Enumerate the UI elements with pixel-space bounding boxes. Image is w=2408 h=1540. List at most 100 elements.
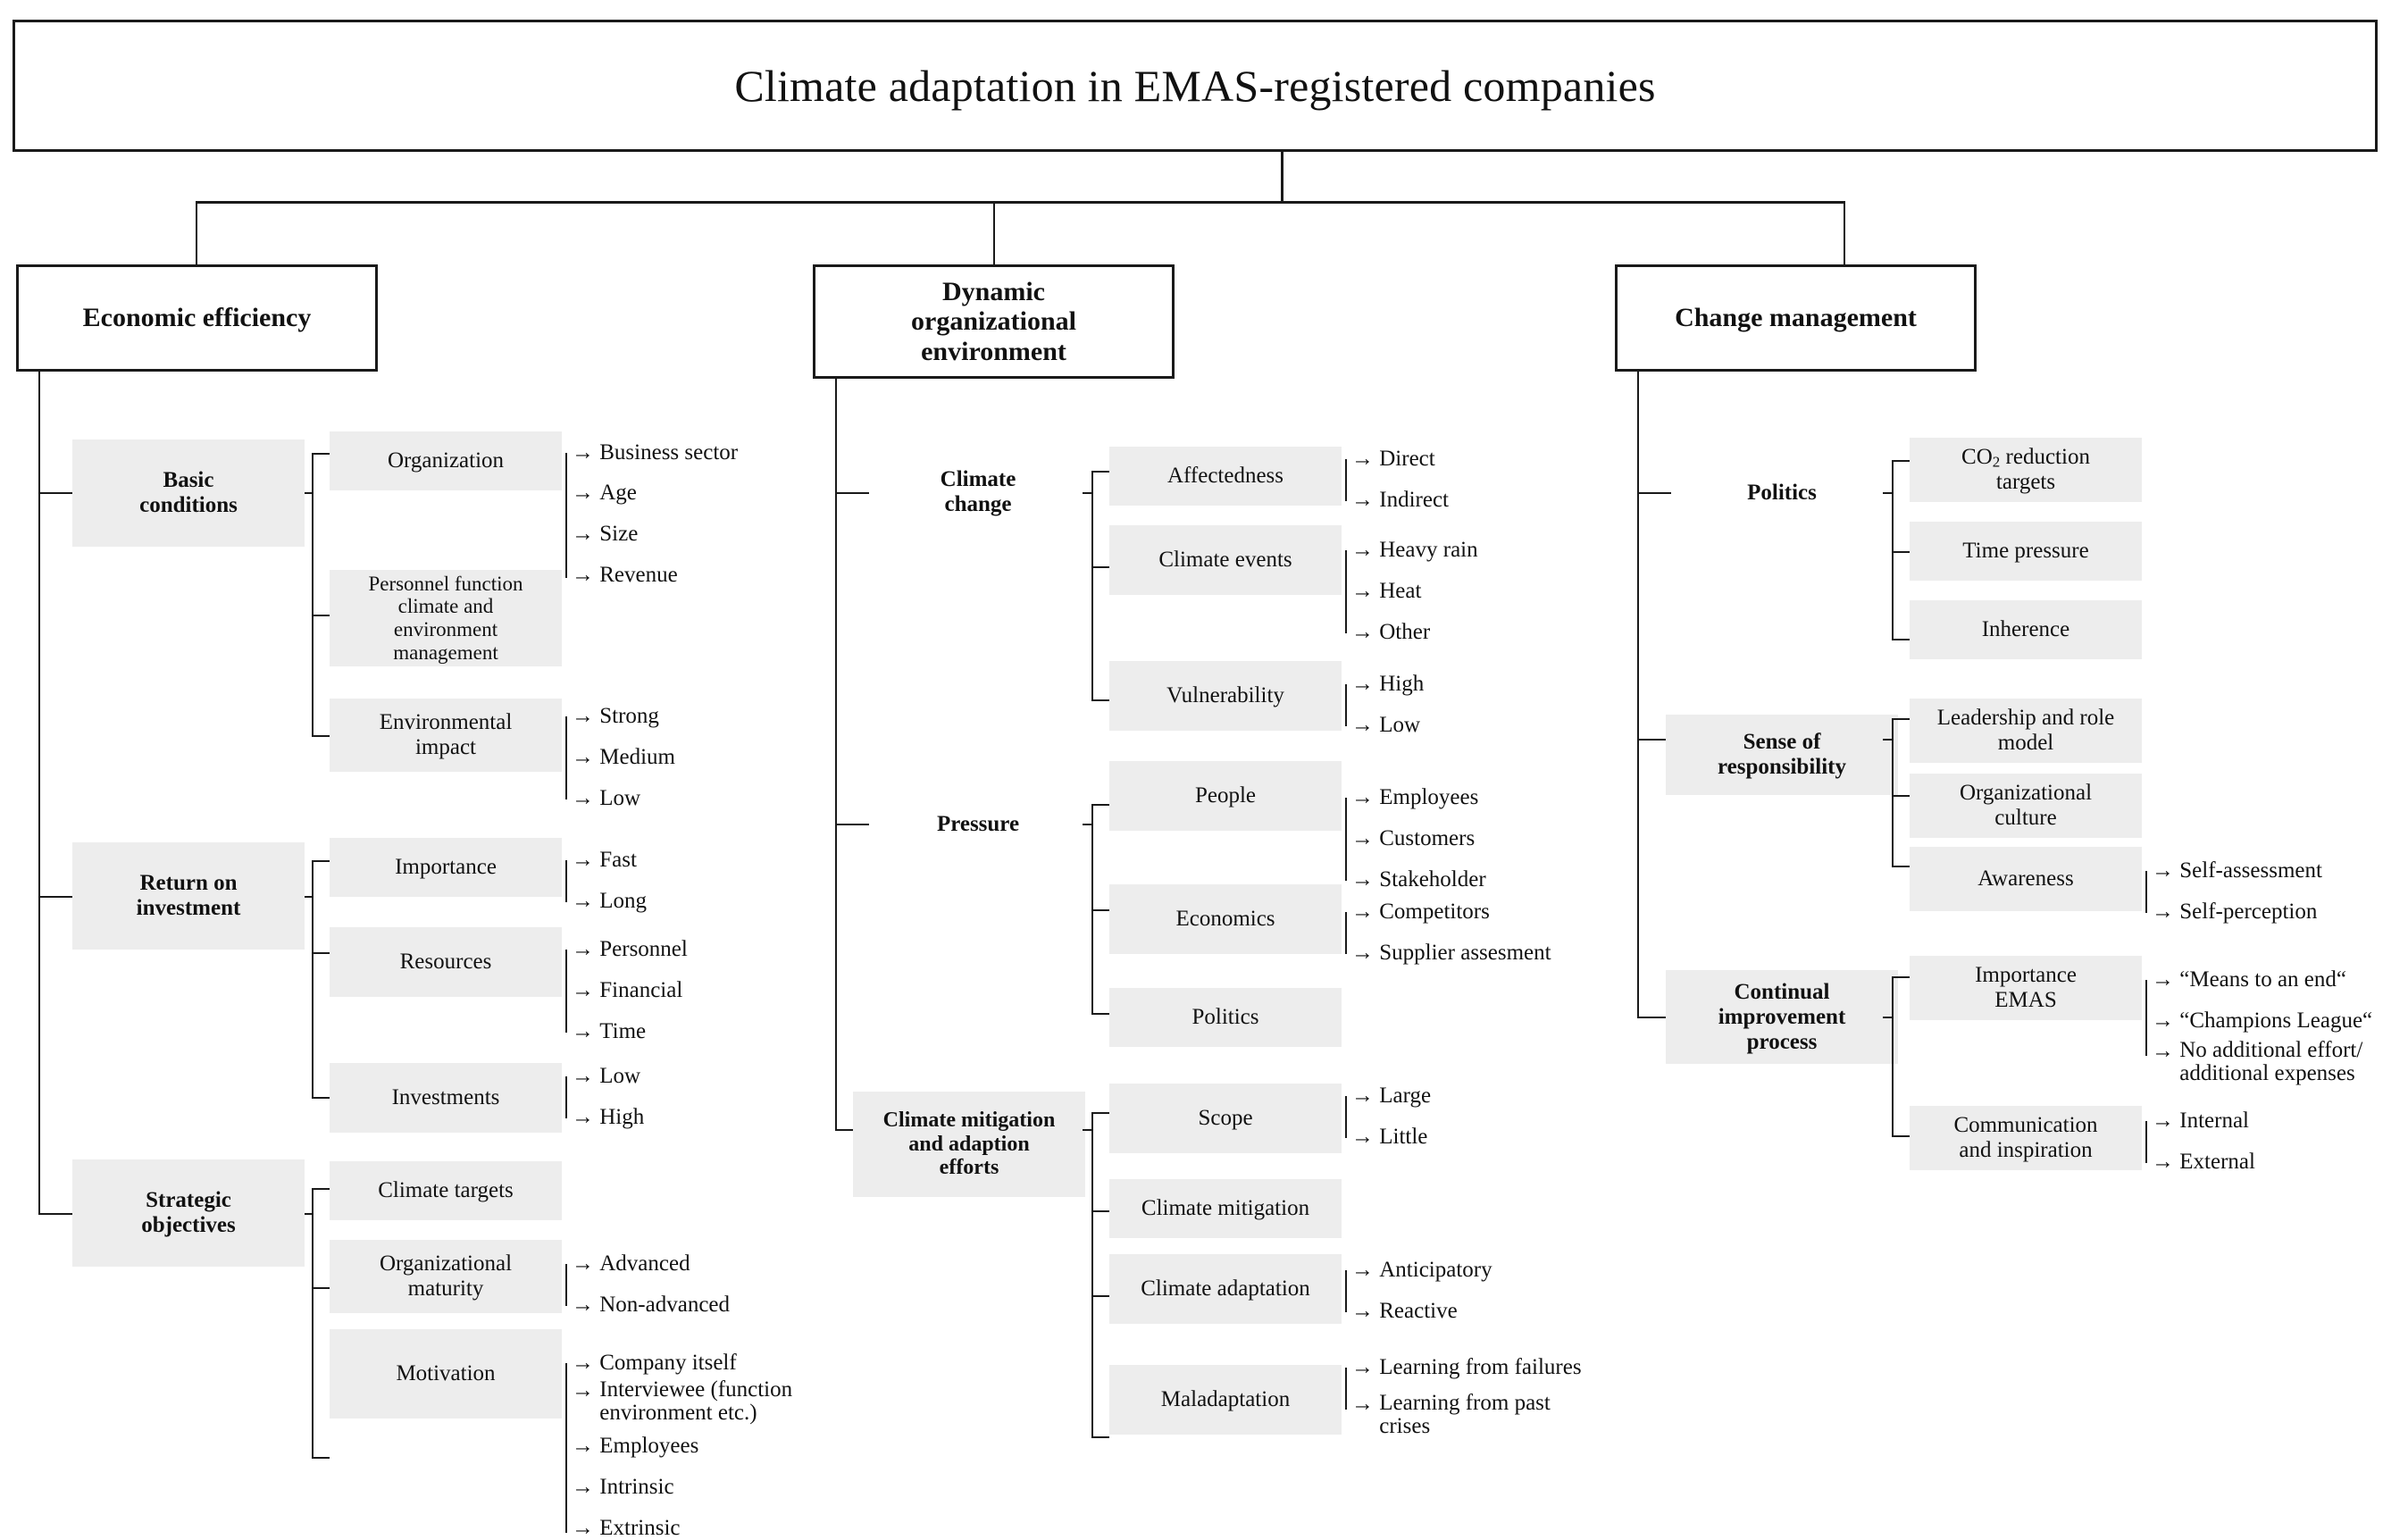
col3-g1-stub-timepressure	[1892, 551, 1910, 553]
node-time-pressure[interactable]: Time pressure	[1910, 522, 2142, 581]
node-climate-adaptation[interactable]: Climate adaptation	[1109, 1254, 1342, 1324]
node-continual-improvement-process[interactable]: Continual improvement process	[1666, 970, 1898, 1064]
node-personnel-function[interactable]: Personnel function climate and environme…	[330, 570, 562, 666]
node-inherence[interactable]: Inherence	[1910, 600, 2142, 659]
node-politics-middle[interactable]: Politics	[1109, 988, 1342, 1047]
leaf-learning-from-failures[interactable]: → Learning from failures	[1351, 1355, 1582, 1379]
leaf-little[interactable]: → Little	[1351, 1125, 1428, 1149]
col2-g1-stub-vulnerability	[1091, 699, 1109, 701]
col2-stub-climatechange	[835, 492, 869, 494]
leaf-revenue[interactable]: → Revenue	[572, 563, 678, 587]
node-vulnerability[interactable]: Vulnerability	[1109, 661, 1342, 731]
node-motivation[interactable]: Motivation	[330, 1329, 562, 1419]
leaf-no-additional-effort[interactable]: → No additional effort/additional expens…	[2152, 1038, 2363, 1085]
leaf-large[interactable]: → Large	[1351, 1084, 1432, 1108]
leaf-stakeholder[interactable]: → Stakeholder	[1351, 867, 1486, 891]
node-economics[interactable]: Economics	[1109, 884, 1342, 954]
leaf-competitors[interactable]: → Competitors	[1351, 900, 1490, 924]
node-people[interactable]: People	[1109, 761, 1342, 831]
leaf-strong[interactable]: → Strong	[572, 704, 659, 728]
leaf-age[interactable]: → Age	[572, 481, 637, 505]
col1-g3-stub-climatetargets	[312, 1188, 330, 1190]
leaf-reactive[interactable]: → Reactive	[1351, 1299, 1458, 1323]
leaf-high-investments[interactable]: → High	[572, 1105, 645, 1129]
branch-dynamic-organizational-environment[interactable]: Dynamic organizational environment	[813, 264, 1175, 379]
leaf-employees-pressure[interactable]: → Employees	[1351, 785, 1479, 809]
leaf-champions-league[interactable]: → “Champions League“	[2152, 1009, 2373, 1033]
level1-drop-right	[1844, 201, 1845, 264]
leaf-direct[interactable]: → Direct	[1351, 447, 1435, 471]
node-climate-events[interactable]: Climate events	[1109, 525, 1342, 595]
leaf-high-vulnerability[interactable]: → High	[1351, 672, 1425, 696]
leaf-time[interactable]: → Time	[572, 1019, 647, 1043]
leaf-financial[interactable]: → Financial	[572, 978, 683, 1002]
branch-label-dynamic-organizational-environment: Dynamic organizational environment	[911, 276, 1076, 366]
leaf-self-perception[interactable]: → Self-perception	[2152, 900, 2318, 924]
branch-change-management[interactable]: Change management	[1615, 264, 1977, 372]
node-climate-mitigation[interactable]: Climate mitigation	[1109, 1179, 1342, 1238]
branch-economic-efficiency[interactable]: Economic efficiency	[16, 264, 378, 372]
leaf-personnel[interactable]: → Personnel	[572, 937, 688, 961]
leaf-supplier-assesment[interactable]: → Supplier assesment	[1351, 941, 1551, 965]
leaf-fast[interactable]: → Fast	[572, 848, 637, 872]
node-organization[interactable]: Organization	[330, 431, 562, 490]
leaf-indirect[interactable]: → Indirect	[1351, 488, 1449, 512]
leaf-other[interactable]: → Other	[1351, 620, 1431, 644]
leaf-heavy-rain[interactable]: → Heavy rain	[1351, 538, 1478, 562]
leaf-customers[interactable]: → Customers	[1351, 826, 1476, 850]
leaf-intrinsic[interactable]: → Intrinsic	[572, 1475, 674, 1499]
leaf-low-vulnerability[interactable]: → Low	[1351, 713, 1421, 737]
node-importance[interactable]: Importance	[330, 838, 562, 897]
node-scope[interactable]: Scope	[1109, 1084, 1342, 1153]
leaf-size[interactable]: → Size	[572, 522, 639, 546]
leaf-non-advanced[interactable]: → Non-advanced	[572, 1293, 731, 1317]
leaf-medium[interactable]: → Medium	[572, 745, 675, 769]
node-climate-targets[interactable]: Climate targets	[330, 1161, 562, 1220]
leaf-extrinsic[interactable]: → Extrinsic	[572, 1516, 681, 1540]
node-pressure[interactable]: Pressure	[936, 812, 1020, 836]
node-politics-right[interactable]: Politics	[1747, 481, 1817, 505]
col1-g2-stub-in	[305, 896, 314, 898]
leaf-internal[interactable]: → Internal	[2152, 1109, 2249, 1133]
node-awareness[interactable]: Awareness	[1910, 847, 2142, 911]
leaf-heat[interactable]: → Heat	[1351, 579, 1422, 603]
node-climate-mitigation-adaption-efforts[interactable]: Climate mitigation and adaption efforts	[853, 1092, 1085, 1197]
col2-g2-stub-economics	[1091, 909, 1109, 911]
col3-importanceemas-leafbar	[2145, 980, 2147, 1056]
col3-trunk	[1637, 372, 1639, 1017]
leaf-means-to-an-end[interactable]: → “Means to an end“	[2152, 967, 2346, 992]
leaf-low-envimpact[interactable]: → Low	[572, 786, 641, 810]
leaf-long[interactable]: → Long	[572, 889, 648, 913]
leaf-business-sector[interactable]: → Business sector	[572, 440, 739, 465]
leaf-self-assessment[interactable]: → Self-assessment	[2152, 858, 2322, 883]
leaf-company-itself[interactable]: → Company itself	[572, 1351, 737, 1375]
node-resources[interactable]: Resources	[330, 927, 562, 997]
leaf-advanced[interactable]: → Advanced	[572, 1251, 690, 1276]
col1-stub-strategic	[38, 1213, 72, 1215]
col3-g1-stub-co2	[1892, 460, 1910, 462]
leaf-anticipatory[interactable]: → Anticipatory	[1351, 1258, 1492, 1282]
node-maladaptation[interactable]: Maladaptation	[1109, 1365, 1342, 1435]
node-affectedness[interactable]: Affectedness	[1109, 447, 1342, 506]
col3-g3-stub-communication	[1892, 1135, 1910, 1137]
node-investments[interactable]: Investments	[330, 1063, 562, 1133]
leaf-external[interactable]: → External	[2152, 1150, 2255, 1174]
col2-g2-bracket	[1091, 804, 1093, 1013]
leaf-employees-motivation[interactable]: → Employees	[572, 1434, 699, 1458]
leaf-low-investments[interactable]: → Low	[572, 1064, 641, 1088]
